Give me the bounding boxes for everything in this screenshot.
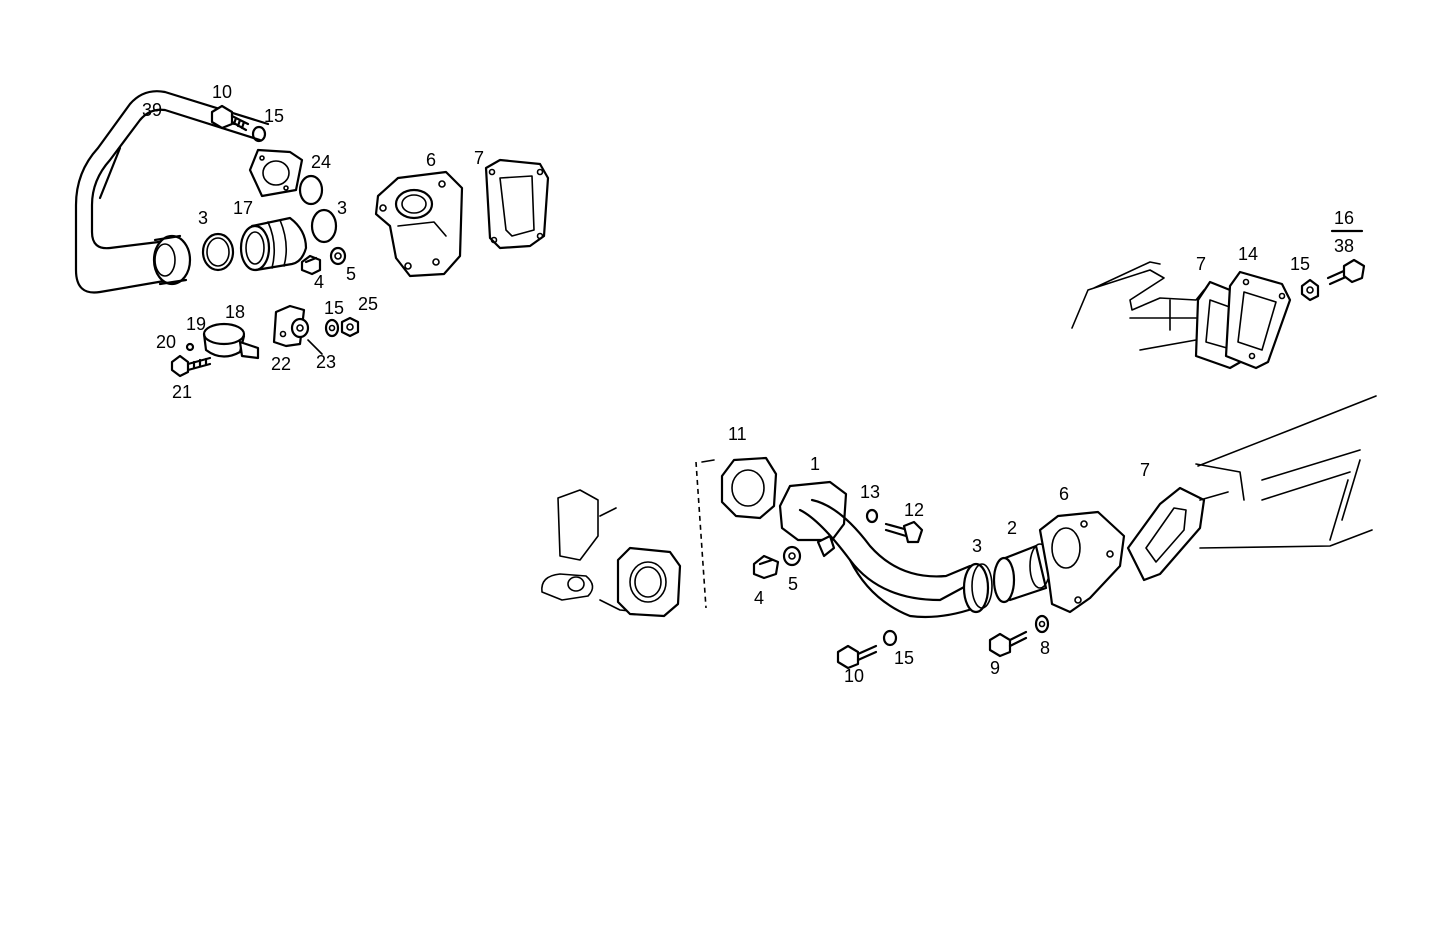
lower-assembly [541,395,1377,670]
nut-15-right [1300,278,1320,302]
callout-15-mid: 15 [324,298,344,318]
callout-5-top: 5 [346,264,356,284]
callout-5-lower: 5 [788,574,798,594]
callout-18: 18 [225,302,245,322]
callout-39: 39 [142,100,162,120]
ring-3-left [201,232,235,272]
bolt-9 [988,630,1028,658]
callout-4-lower: 4 [754,588,764,608]
callout-10-top: 10 [212,82,232,102]
callout-38: 38 [1334,236,1354,256]
plug-4-top [300,254,322,276]
callout-10-lower: 10 [844,666,864,686]
washer-8 [1034,614,1050,634]
engine-block-outline-right-lower [1195,395,1377,549]
callout-1: 1 [810,454,820,474]
gasket-14 [1224,270,1292,370]
bracket-22 [272,304,310,348]
callout-6-top: 6 [426,150,436,170]
bolt-21 [170,354,212,378]
clamp-18 [202,322,260,360]
washer-15-lower [882,629,898,647]
leader-lines [307,339,323,355]
manifold-6-top [374,170,464,278]
callout-8: 8 [1040,638,1050,658]
callout-16: 16 [1334,208,1354,228]
plug-4-lower [752,554,780,580]
exhaust-pipe-39 [74,90,304,294]
callout-17: 17 [233,198,253,218]
bolt-10-lower [836,644,878,670]
gasket-7-lower [1126,486,1206,582]
sleeve-17 [239,216,308,272]
sleeve-3-lower [962,562,993,614]
callout-4-top: 4 [314,272,324,292]
washer-5-top [329,246,347,266]
washer-5-lower [782,545,802,567]
screw-20 [185,342,195,352]
washer-13 [865,508,879,524]
bolt-12 [884,520,924,544]
nut-25 [340,316,360,338]
right-upper-assembly [1071,229,1366,370]
callout-7-right: 7 [1196,254,1206,274]
callout-21: 21 [172,382,192,402]
callout-7-lower: 7 [1140,460,1150,480]
callout-24: 24 [311,152,331,172]
callout-9: 9 [990,658,1000,678]
bolt-16-38 [1326,258,1366,286]
callout-3-right: 3 [337,198,347,218]
callout-7-top: 7 [474,148,484,168]
washer-15-top [251,125,267,143]
gasket-7-top [484,158,550,250]
callout-15-lower: 15 [894,648,914,668]
bolt-10-top [210,104,250,132]
callout-3-lower: 3 [972,536,982,556]
callout-15-top: 15 [264,106,284,126]
callout-12: 12 [904,500,924,520]
callout-2: 2 [1007,518,1017,538]
callout-11: 11 [728,424,747,444]
washer-15-mid [324,318,340,338]
engine-block-left [541,459,715,618]
exhaust-pipe-1 [778,480,977,619]
engine-block-outline-right-upper [1071,261,1205,351]
callout-6-lower: 6 [1059,484,1069,504]
ring-3-right [310,208,338,244]
callout-14: 14 [1238,244,1258,264]
callout-3-left: 3 [198,208,208,228]
callout-20: 20 [156,332,176,352]
manifold-6-lower [1038,510,1126,614]
callout-13: 13 [860,482,880,502]
callout-15-right: 15 [1290,254,1310,274]
callout-25: 25 [358,294,378,314]
ring-24 [298,174,324,206]
upper-left-assembly [74,90,550,378]
callout-22: 22 [271,354,291,374]
sleeve-2 [992,543,1051,604]
callout-23: 23 [316,352,336,372]
callouts: 39 10 15 24 6 7 3 17 3 4 5 19 18 20 21 1… [142,82,1354,686]
gasket-11 [720,456,778,520]
callout-19: 19 [186,314,206,334]
